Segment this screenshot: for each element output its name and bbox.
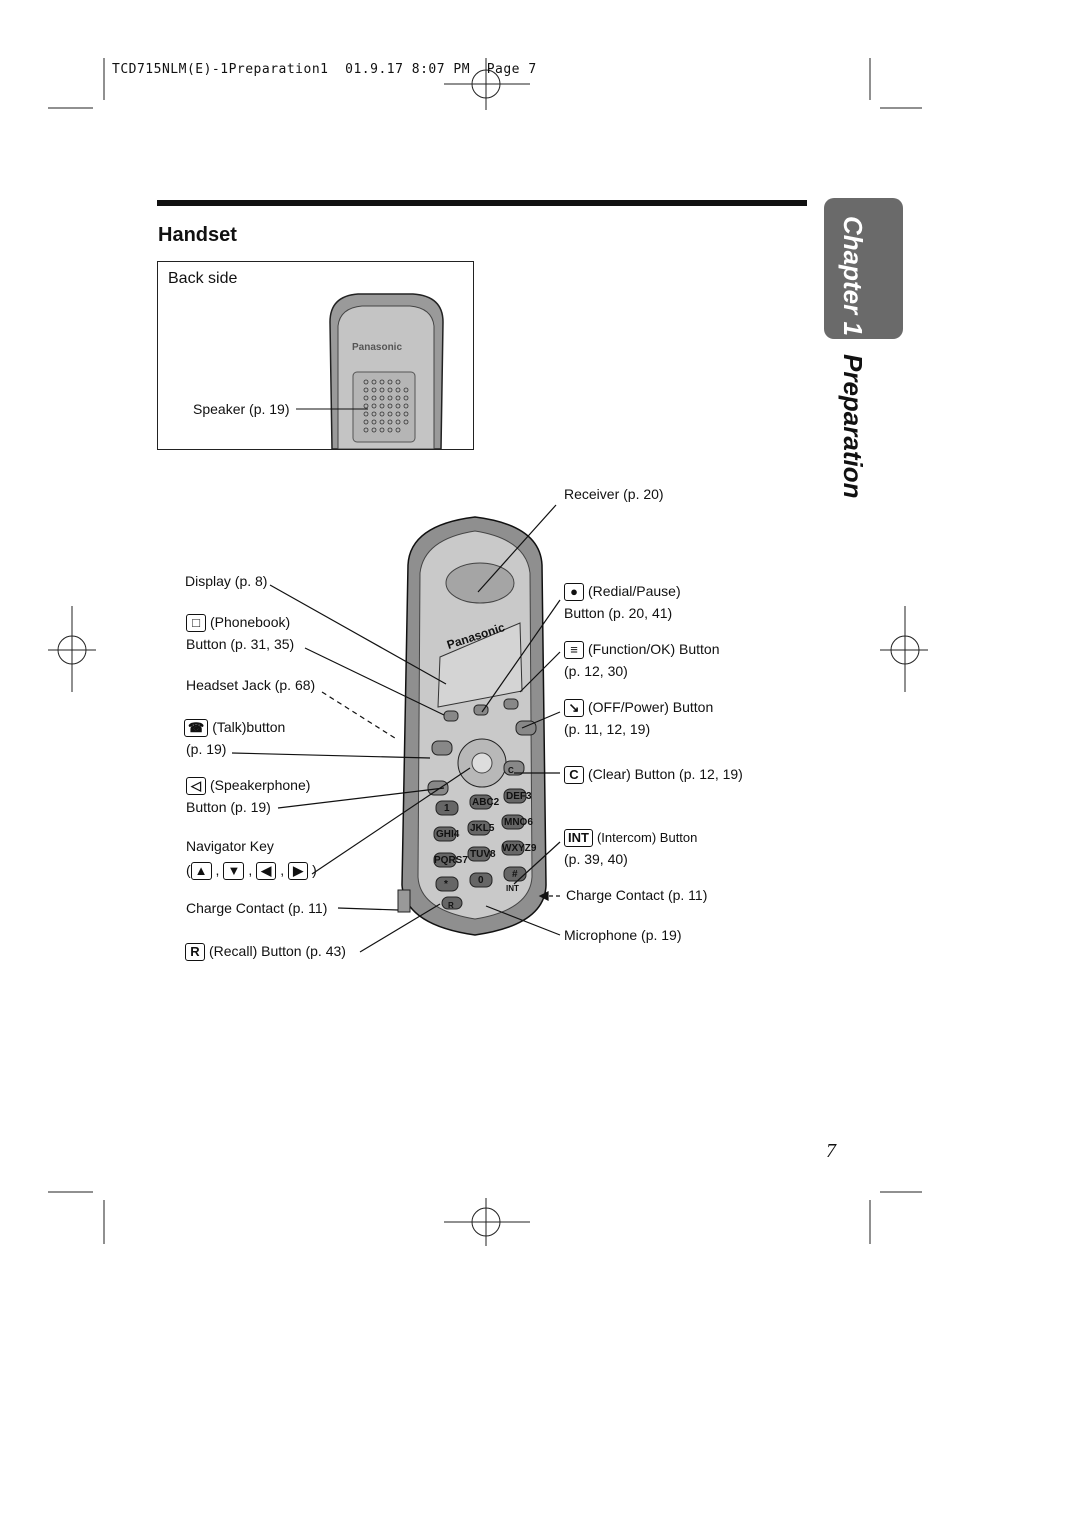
intercom-key-icon: INT	[564, 829, 593, 848]
recall-label: R(Recall) Button (p. 43)	[185, 941, 346, 962]
up-arrow-icon: ▲	[190, 862, 212, 881]
talk-page: (p. 19)	[186, 741, 227, 757]
keypad-key: 1	[444, 803, 450, 814]
navigator-label: Navigator Key	[186, 838, 274, 854]
chapter-tab	[824, 198, 903, 339]
microphone-label: Microphone (p. 19)	[564, 927, 682, 943]
back-side-panel	[157, 261, 474, 450]
clear-key-icon: C	[564, 766, 584, 785]
speakerphone-label: ◁(Speakerphone)	[186, 775, 310, 796]
right-arrow-icon: ▶	[288, 862, 309, 881]
keypad-key: JKL5	[470, 823, 495, 834]
off-power-page: (p. 11, 12, 19)	[564, 721, 651, 737]
intercom-label: INT(Intercom) Button	[564, 827, 697, 848]
redial-icon: ●	[564, 583, 584, 602]
handset-back-illustration	[296, 293, 444, 449]
left-arrow-icon: ◀	[256, 862, 277, 881]
off-power-label: ↘(OFF/Power) Button	[564, 697, 713, 718]
keypad-key: #	[512, 869, 518, 880]
phonebook-page: Button (p. 31, 35)	[186, 636, 295, 652]
recall-key-icon: R	[185, 943, 205, 962]
keypad-int-key: INT	[506, 884, 519, 893]
keypad-key: PQRS7	[434, 855, 468, 866]
talk-icon: ☎	[184, 719, 209, 738]
charge-contact-right-label: Charge Contact (p. 11)	[566, 887, 708, 903]
keypad-key: ABC2	[472, 797, 500, 808]
display-label: Display (p. 8)	[185, 573, 268, 589]
function-page: (p. 12, 30)	[564, 663, 628, 679]
down-arrow-icon: ▼	[223, 862, 245, 881]
redial-page: Button (p. 20, 41)	[564, 605, 673, 621]
section-title: Handset	[158, 224, 237, 246]
headset-jack-label: Headset Jack (p. 68)	[186, 677, 316, 693]
receiver-label: Receiver (p. 20)	[564, 486, 664, 502]
keypad-key: MNO6	[504, 817, 533, 828]
function-icon: ≡	[564, 641, 584, 660]
function-label: ≡(Function/OK) Button	[564, 639, 720, 660]
print-header: TCD715NLM(E)-1Preparation1 01.9.17 8:07 …	[112, 62, 537, 77]
keypad-key: DEF3	[506, 791, 532, 802]
keypad-key: *	[444, 879, 448, 890]
intercom-page: (p. 39, 40)	[564, 851, 628, 867]
keypad-r-key: R	[448, 901, 454, 910]
speaker-label: Speaker (p. 19)	[193, 401, 290, 417]
keypad-key: WXYZ9	[502, 843, 537, 854]
handset-front-illustration	[397, 516, 547, 936]
redial-label: ●(Redial/Pause)	[564, 581, 681, 602]
speakerphone-icon: ◁	[186, 777, 206, 796]
keypad-key: TUV8	[470, 849, 496, 860]
page-number: 7	[826, 1140, 836, 1162]
section-rule	[157, 200, 807, 206]
talk-label: ☎(Talk)button	[184, 717, 285, 738]
phonebook-label: □(Phonebook)	[186, 612, 290, 633]
charge-contact-left-label: Charge Contact (p. 11)	[186, 900, 328, 916]
speakerphone-page: Button (p. 19)	[186, 799, 271, 815]
back-side-heading: Back side	[168, 270, 238, 287]
keypad-key: GHI4	[436, 829, 460, 840]
keypad-key: 0	[478, 875, 484, 886]
phonebook-icon: □	[186, 614, 206, 633]
keypad-c-key: C	[508, 766, 514, 775]
navigator-keys: (▲,▼,◀,▶)	[186, 862, 317, 881]
back-brand-logo: Panasonic	[352, 342, 403, 353]
off-power-icon: ↘	[564, 699, 584, 718]
clear-label: C(Clear) Button (p. 12, 19)	[564, 764, 743, 785]
